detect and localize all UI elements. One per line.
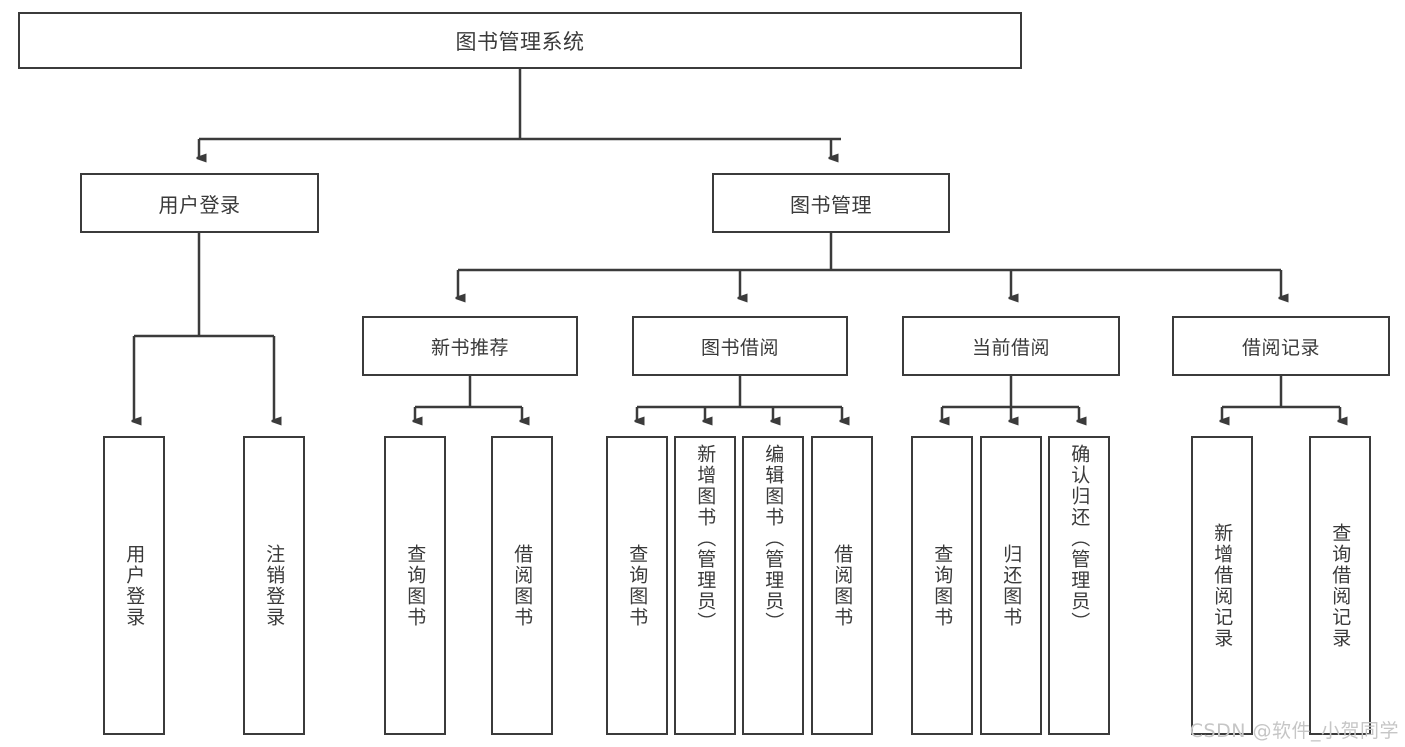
leaf-records-add-record-label: 新增借阅记录 (1211, 522, 1234, 649)
leaf-current-confirm-return[interactable]: 确认归还（管理员） (1048, 436, 1110, 735)
leaf-recommend-borrow-book[interactable]: 借阅图书 (491, 436, 553, 735)
leaf-records-query-record[interactable]: 查询借阅记录 (1309, 436, 1371, 735)
node-root-system-label: 图书管理系统 (455, 29, 585, 54)
node-current-borrow-label: 当前借阅 (971, 336, 1050, 359)
leaf-current-return-book[interactable]: 归还图书 (980, 436, 1042, 735)
leaf-borrow-borrow-book-label: 借阅图书 (831, 543, 854, 628)
leaf-user-login-logout-label: 注销登录 (263, 543, 286, 628)
leaf-current-return-book-label: 归还图书 (1000, 543, 1023, 628)
node-new-book-recommend[interactable]: 新书推荐 (362, 316, 578, 376)
leaf-records-add-record[interactable]: 新增借阅记录 (1191, 436, 1253, 735)
node-new-book-recommend-label: 新书推荐 (430, 336, 509, 359)
node-book-management-label: 图书管理 (790, 192, 872, 217)
leaf-recommend-query-book-label: 查询图书 (404, 543, 427, 628)
leaf-borrow-edit-book[interactable]: 编辑图书（管理员） (742, 436, 804, 735)
leaf-user-login-login-label: 用户登录 (123, 543, 146, 628)
leaf-recommend-borrow-book-label: 借阅图书 (511, 543, 534, 628)
node-user-login[interactable]: 用户登录 (80, 173, 319, 233)
node-book-management[interactable]: 图书管理 (712, 173, 950, 233)
node-book-borrow-label: 图书借阅 (700, 336, 779, 359)
node-current-borrow[interactable]: 当前借阅 (902, 316, 1120, 376)
leaf-borrow-add-book-label: 新增图书（管理员） (694, 444, 717, 633)
leaf-current-query-book-label: 查询图书 (931, 543, 954, 628)
leaf-borrow-query-book[interactable]: 查询图书 (606, 436, 668, 735)
node-user-login-label: 用户登录 (158, 192, 241, 217)
node-root-system[interactable]: 图书管理系统 (18, 12, 1022, 69)
leaf-recommend-query-book[interactable]: 查询图书 (384, 436, 446, 735)
leaf-borrow-add-book[interactable]: 新增图书（管理员） (674, 436, 736, 735)
node-borrow-records-label: 借阅记录 (1241, 336, 1320, 359)
leaf-borrow-edit-book-label: 编辑图书（管理员） (762, 444, 785, 633)
leaf-user-login-logout[interactable]: 注销登录 (243, 436, 305, 735)
leaf-current-query-book[interactable]: 查询图书 (911, 436, 973, 735)
leaf-borrow-borrow-book[interactable]: 借阅图书 (811, 436, 873, 735)
leaf-borrow-query-book-label: 查询图书 (626, 543, 649, 628)
node-book-borrow[interactable]: 图书借阅 (632, 316, 848, 376)
leaf-current-confirm-return-label: 确认归还（管理员） (1068, 444, 1091, 633)
node-borrow-records[interactable]: 借阅记录 (1172, 316, 1390, 376)
watermark-text: CSDN @软件_小贺同学 (1189, 720, 1399, 742)
leaf-user-login-login[interactable]: 用户登录 (103, 436, 165, 735)
leaf-records-query-record-label: 查询借阅记录 (1329, 522, 1352, 649)
